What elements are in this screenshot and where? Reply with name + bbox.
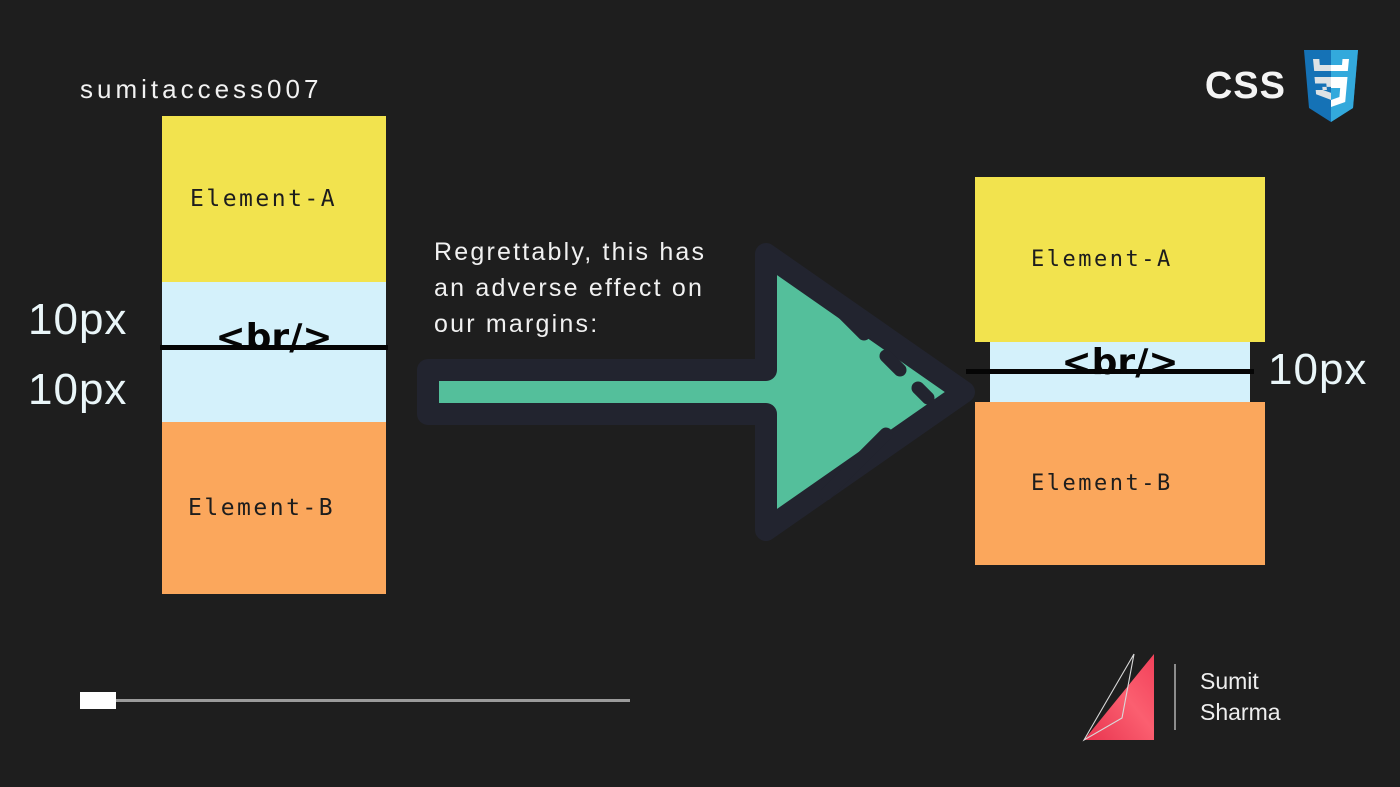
left-br-tag-label: <br/>: [215, 317, 333, 358]
progress-knob[interactable]: [80, 692, 116, 709]
right-arrow-icon: [416, 232, 976, 552]
css-brand-label: CSS: [1204, 65, 1286, 107]
signature-last-name: Sharma: [1200, 699, 1281, 725]
right-element-b-block: Element-B: [975, 402, 1265, 565]
left-margin-bottom-label: 10px: [28, 365, 128, 414]
left-element-a-label: Element-A: [190, 186, 338, 212]
left-margin-gap-block: [162, 282, 386, 422]
signature-divider: [1174, 664, 1176, 730]
left-element-b-label: Element-B: [188, 495, 336, 521]
css3-shield-icon: [1300, 50, 1362, 122]
caption-line-2: an adverse effect on: [434, 274, 705, 302]
right-br-rule: [966, 369, 1254, 374]
left-element-a-block: Element-A: [162, 116, 386, 282]
right-element-a-block: Element-A: [975, 177, 1265, 342]
caption-line-1: Regrettably, this has: [434, 238, 707, 266]
caption-line-3: our margins:: [434, 310, 600, 338]
right-element-a-label: Element-A: [1031, 247, 1173, 272]
author-handle: sumitaccess007: [80, 74, 323, 104]
caption-text: Regrettably, this has an adverse effect …: [434, 234, 784, 342]
left-br-rule: [160, 345, 388, 350]
right-element-b-label: Element-B: [1031, 471, 1173, 496]
progress-track[interactable]: [80, 699, 630, 702]
right-br-tag-label: <br/>: [1061, 342, 1179, 383]
signature-block: Sumit Sharma: [1082, 652, 1281, 742]
left-margin-top-label: 10px: [28, 295, 128, 344]
css-brand-logo: CSS: [1205, 50, 1362, 122]
right-margin-label: 10px: [1268, 345, 1368, 394]
triangle-logo-icon: [1082, 652, 1156, 742]
left-element-b-block: Element-B: [162, 422, 386, 594]
progress-bar[interactable]: [80, 692, 630, 709]
signature-name: Sumit Sharma: [1200, 666, 1281, 728]
signature-first-name: Sumit: [1200, 668, 1259, 694]
